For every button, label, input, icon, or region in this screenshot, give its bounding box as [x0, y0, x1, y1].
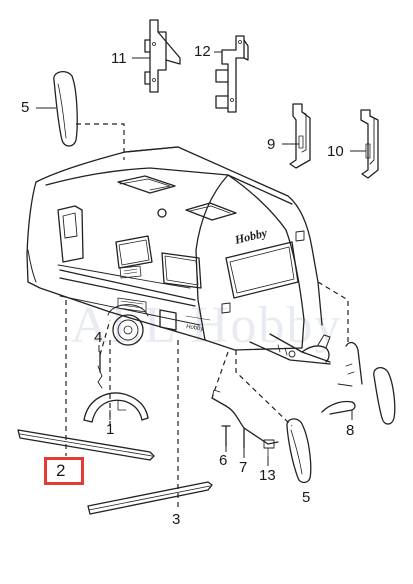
part-label-1[interactable]: 1 [106, 421, 115, 438]
bracket-12 [215, 35, 249, 113]
part-label-5-top[interactable]: 5 [21, 99, 30, 116]
part-label-5-bottom[interactable]: 5 [302, 489, 311, 506]
part-label-4[interactable]: 4 [94, 329, 103, 346]
clip-13 [263, 439, 275, 457]
corner-cap-5-bottom [286, 418, 312, 484]
part-label-7[interactable]: 7 [239, 459, 248, 476]
part-label-2[interactable]: 2 [56, 461, 66, 480]
bracket-9 [289, 103, 311, 169]
corner-cap-5-top [53, 70, 78, 147]
part-label-11[interactable]: 11 [111, 50, 127, 67]
side-strip-3 [87, 481, 213, 515]
leader-5-top [76, 123, 125, 160]
part-label-6[interactable]: 6 [219, 452, 228, 469]
brand-text-front: Hobby [232, 225, 269, 247]
part-label-3[interactable]: 3 [172, 511, 181, 528]
mount-8 [321, 341, 396, 425]
leader-8 [317, 281, 349, 346]
fixing-pin-4 [97, 351, 103, 389]
bolt-6 [221, 425, 231, 447]
bracket-11 [144, 19, 181, 93]
part-label-10[interactable]: 10 [327, 143, 344, 160]
highlight-box-part-2[interactable] [44, 457, 84, 485]
bracket-10 [360, 109, 379, 179]
side-strip-2 [17, 429, 155, 461]
leader-4 [99, 319, 111, 356]
part-label-13[interactable]: 13 [259, 467, 276, 484]
part-label-9[interactable]: 9 [267, 136, 276, 153]
leader-7 [211, 351, 229, 399]
caravan-body [26, 146, 323, 351]
wheel-arch-1 [83, 392, 149, 423]
part-label-8[interactable]: 8 [346, 422, 355, 439]
wheel [107, 304, 149, 346]
brand-text-side: Hobby [186, 324, 204, 332]
drawbar [249, 333, 331, 365]
spring-rod-7 [211, 389, 279, 449]
part-label-12[interactable]: 12 [194, 43, 211, 60]
leader-5-bottom [235, 350, 293, 427]
